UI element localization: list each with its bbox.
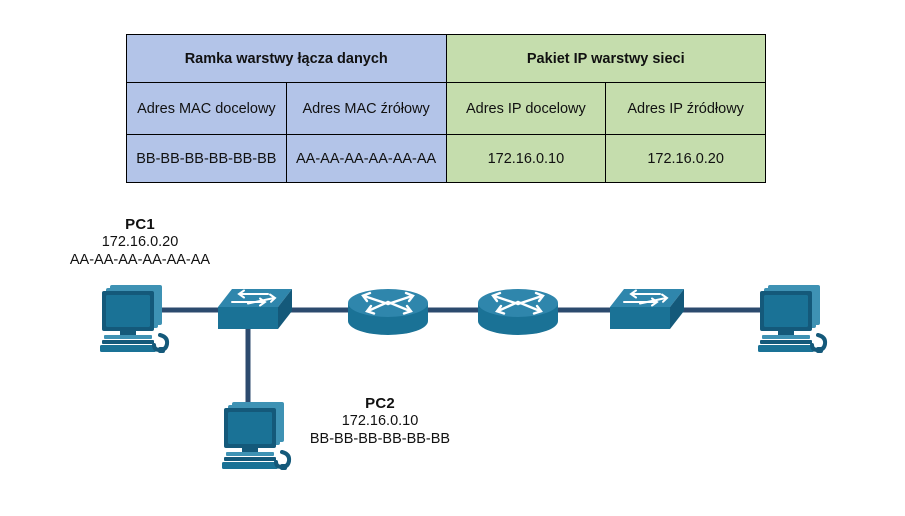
pc-right-icon: [756, 283, 828, 355]
pc2-ip: 172.16.0.10: [341, 413, 419, 430]
column-header-mac-destination: Adres MAC docelowy: [126, 82, 287, 135]
pc2-name: PC2: [365, 395, 395, 412]
group-header-datalink: Ramka warstwy łącza danych: [126, 34, 447, 83]
frame-packet-table: Ramka warstwy łącza danych Pakiet IP war…: [126, 34, 766, 183]
pc1-ip: 172.16.0.20: [101, 234, 179, 251]
pc1-label: PC1 172.16.0.20 AA-AA-AA-AA-AA-AA: [50, 216, 230, 270]
cell-ip-destination: 172.16.0.10: [445, 134, 607, 183]
table-column-header-row: Adres MAC docelowy Adres MAC źrółowy Adr…: [126, 82, 766, 135]
column-header-ip-source: Adres IP źródłowy: [605, 82, 766, 135]
cell-ip-source: 172.16.0.20: [605, 134, 766, 183]
router-right-icon: [476, 287, 560, 337]
column-header-mac-source: Adres MAC źrółowy: [285, 82, 447, 135]
switch-right-icon: [609, 288, 685, 330]
group-header-network: Pakiet IP warstwy sieci: [445, 34, 766, 83]
column-header-ip-destination: Adres IP docelowy: [445, 82, 607, 135]
pc2-label: PC2 172.16.0.10 BB-BB-BB-BB-BB-BB: [275, 395, 485, 449]
pc1-icon: [98, 283, 170, 355]
pc1-name: PC1: [125, 216, 155, 233]
table-group-header-row: Ramka warstwy łącza danych Pakiet IP war…: [126, 34, 766, 83]
switch-left-icon: [217, 288, 293, 330]
topology-canvas: [98, 283, 828, 472]
pc1-mac: AA-AA-AA-AA-AA-AA: [69, 251, 211, 268]
table-row: BB-BB-BB-BB-BB-BB AA-AA-AA-AA-AA-AA 172.…: [126, 134, 766, 183]
network-topology-diagram: PC1 172.16.0.20 AA-AA-AA-AA-AA-AA PC2 17…: [0, 195, 905, 516]
router-left-icon: [346, 287, 430, 337]
cell-mac-destination: BB-BB-BB-BB-BB-BB: [126, 134, 287, 183]
pc2-mac: BB-BB-BB-BB-BB-BB: [309, 430, 451, 447]
cell-mac-source: AA-AA-AA-AA-AA-AA: [285, 134, 447, 183]
